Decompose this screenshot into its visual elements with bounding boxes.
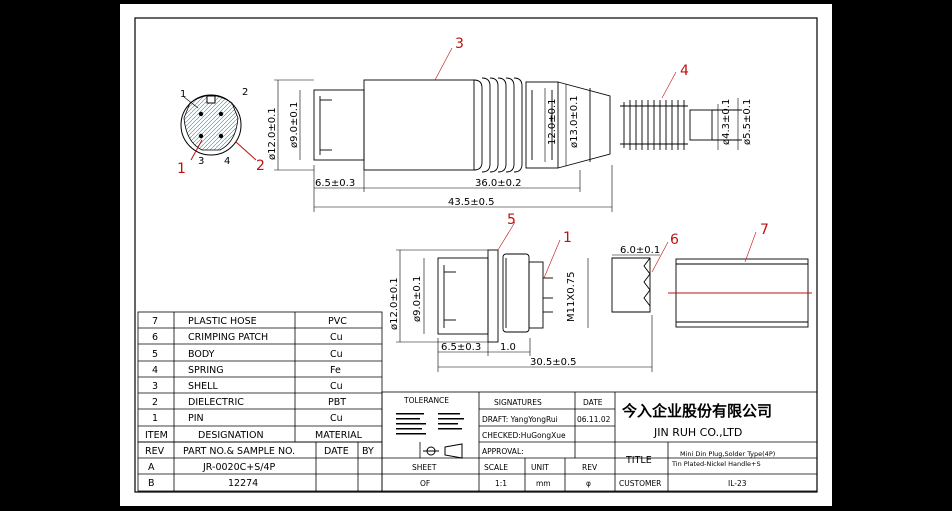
bom-designation: DIELECTRIC bbox=[188, 397, 244, 408]
pin-label-3: 3 bbox=[198, 156, 204, 167]
bom-material: Cu bbox=[330, 349, 343, 360]
rev-part-a: JR-0020C+S/4P bbox=[202, 462, 275, 473]
bom-material: Cu bbox=[330, 381, 343, 392]
title-block-grid bbox=[381, 391, 818, 492]
pin-label-4: 4 bbox=[224, 156, 230, 167]
bom-header-item: ITEM bbox=[145, 430, 168, 441]
sheet-value: OF bbox=[420, 479, 430, 488]
bom-material: PVC bbox=[328, 316, 347, 327]
top-dimension-lines bbox=[274, 47, 739, 212]
bom-material: Cu bbox=[330, 413, 343, 424]
bom-designation: CRIMPING PATCH bbox=[188, 332, 268, 343]
rev-header-date: DATE bbox=[324, 446, 349, 457]
rev-row-b: B bbox=[148, 478, 155, 489]
rev-header-part: PART NO.& SAMPLE NO. bbox=[183, 446, 295, 457]
scale-label: SCALE bbox=[484, 463, 508, 472]
drawing-border bbox=[134, 17, 818, 493]
drawing-number: IL-23 bbox=[728, 479, 747, 488]
rev-row-a: A bbox=[148, 462, 155, 473]
date-label: DATE bbox=[583, 398, 603, 407]
bom-designation: BODY bbox=[188, 349, 215, 360]
bom-material: Fe bbox=[330, 365, 341, 376]
bom-item: 5 bbox=[152, 349, 158, 360]
dim-top-36: 36.0±0.2 bbox=[475, 178, 522, 189]
rev-label: REV bbox=[582, 463, 598, 472]
checked-text: CHECKED:HuGongXue bbox=[482, 431, 566, 440]
dim-bot-d9: ø9.0±0.1 bbox=[412, 276, 423, 322]
rev-value: φ bbox=[586, 479, 591, 488]
bom-item: 2 bbox=[152, 397, 158, 408]
pin-label-2: 2 bbox=[242, 87, 248, 98]
bom-item: 7 bbox=[152, 316, 158, 327]
dim-top-435: 43.5±0.5 bbox=[448, 197, 495, 208]
rev-header-rev: REV bbox=[145, 446, 165, 457]
tolerance-label: TOLERANCE bbox=[403, 396, 449, 405]
pin-label-1: 1 bbox=[180, 89, 186, 100]
draft-date: 06.11.02 bbox=[577, 415, 611, 424]
balloon-5: 5 bbox=[507, 212, 516, 228]
scale-value: 1:1 bbox=[495, 479, 507, 488]
dim-bot-65: 6.5±0.3 bbox=[441, 342, 481, 353]
sheet-label: SHEET bbox=[412, 463, 437, 472]
bom-designation: SHELL bbox=[188, 381, 218, 392]
bom-header-material: MATERIAL bbox=[315, 430, 363, 441]
tolerance-table-text bbox=[396, 413, 464, 435]
projection-symbol bbox=[423, 443, 463, 459]
bottom-dimension-lines bbox=[396, 221, 757, 372]
bom-header-designation: DESIGNATION bbox=[198, 430, 264, 441]
bom-designation: PIN bbox=[188, 413, 204, 424]
rev-header-by: BY bbox=[362, 446, 374, 457]
bom-material: Cu bbox=[330, 332, 343, 343]
draft-text: DRAFT: YangYongRui bbox=[482, 415, 558, 424]
dim-bot-thread: M11X0.75 bbox=[566, 272, 577, 322]
dim-top-d43: ø4.3±0.1 bbox=[721, 99, 732, 145]
dim-top-d9: ø9.0±0.1 bbox=[289, 102, 300, 148]
balloon-1-face: 1 bbox=[177, 161, 186, 177]
bom-item: 3 bbox=[152, 381, 158, 392]
dim-top-d12: ø12.0±0.1 bbox=[267, 107, 278, 160]
unit-label: UNIT bbox=[531, 463, 549, 472]
dim-top-d13: ø13.0±0.1 bbox=[569, 95, 580, 148]
balloon-1-body: 1 bbox=[563, 230, 572, 246]
dim-top-65: 6.5±0.3 bbox=[315, 178, 355, 189]
bom-material: PBT bbox=[328, 397, 346, 408]
bom-table-grid bbox=[137, 311, 383, 443]
dim-bot-305: 30.5±0.5 bbox=[530, 357, 577, 368]
balloon-6: 6 bbox=[670, 232, 679, 248]
dim-top-d55: ø5.5±0.1 bbox=[742, 99, 753, 145]
title-text-1: Mini Din Plug,Solder Type(4P) bbox=[680, 450, 775, 458]
plug-side-view bbox=[313, 77, 742, 173]
company-name-cn: 今入企业股份有限公司 bbox=[621, 402, 772, 420]
dim-top-d12b: 12.0±0.1 bbox=[547, 98, 558, 145]
bom-item: 1 bbox=[152, 413, 158, 424]
title-label: TITLE bbox=[625, 455, 652, 466]
approval-text: APPROVAL: bbox=[482, 447, 524, 456]
unit-value: mm bbox=[536, 479, 551, 488]
company-name-en: JIN RUH CO.,LTD bbox=[653, 426, 742, 439]
bom-rows: 7 PLASTIC HOSE PVC 6 CRIMPING PATCH Cu 5… bbox=[145, 316, 363, 441]
bom-designation: PLASTIC HOSE bbox=[188, 316, 257, 327]
dim-bot-d12: ø12.0±0.1 bbox=[389, 277, 400, 330]
dim-bot-60: 6.0±0.1 bbox=[620, 245, 660, 256]
bom-designation: SPRING bbox=[188, 365, 224, 376]
bom-item: 6 bbox=[152, 332, 158, 343]
balloon-3: 3 bbox=[455, 36, 464, 52]
title-text-2: Tin Plated-Nickel Handle+S bbox=[671, 460, 761, 468]
bom-item: 4 bbox=[152, 365, 158, 376]
customer-label: CUSTOMER bbox=[619, 479, 661, 488]
signatures-label: SIGNATURES bbox=[494, 398, 542, 407]
balloon-7: 7 bbox=[760, 222, 769, 238]
drawing-sheet bbox=[120, 4, 832, 506]
connector-face-view bbox=[180, 94, 257, 161]
balloon-4: 4 bbox=[680, 63, 689, 79]
dim-bot-10: 1.0 bbox=[500, 342, 516, 353]
rev-part-b: 12274 bbox=[228, 478, 258, 489]
balloon-2-face: 2 bbox=[256, 158, 265, 174]
